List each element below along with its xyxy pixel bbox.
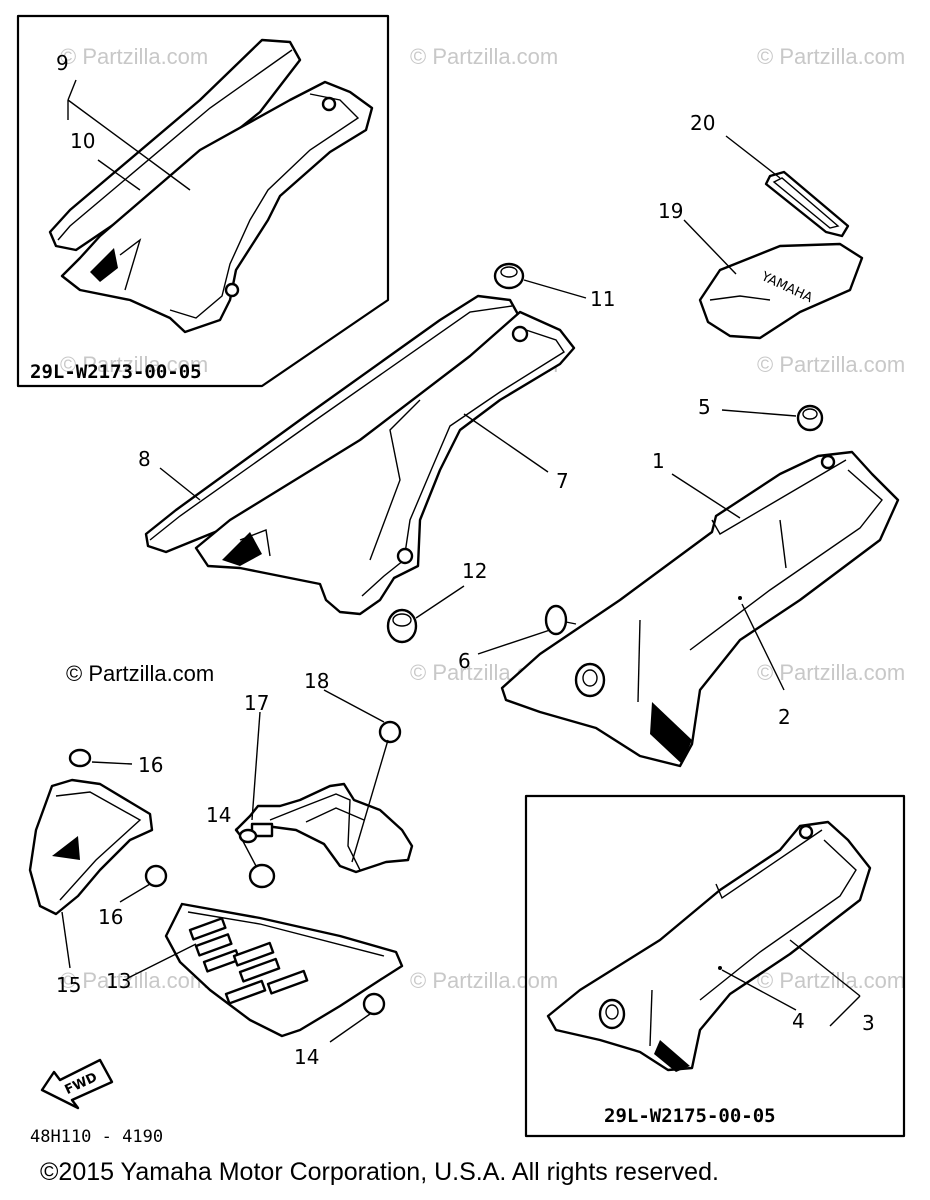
callout-13: 13 xyxy=(106,969,131,993)
watermark: © Partzilla.com xyxy=(757,968,905,993)
callout-19: 19 xyxy=(658,199,683,223)
emblem-group: 20 YAMAHA 19 xyxy=(658,111,864,340)
grommet-icon xyxy=(362,992,386,1016)
callout-20: 20 xyxy=(690,111,715,135)
band-icon xyxy=(764,170,850,238)
left-cover-group: 7 8 xyxy=(138,294,576,616)
callout-2: 2 xyxy=(778,705,791,729)
watermark: © Partzilla.com xyxy=(60,352,208,377)
watermark: © Partzilla.com xyxy=(757,660,905,685)
emblem-icon xyxy=(698,242,864,340)
side-cover-icon xyxy=(546,820,872,1072)
vent-slots xyxy=(188,917,309,1005)
callout-14b: 14 xyxy=(294,1045,319,1069)
small-cover-group: 16 16 15 xyxy=(28,748,168,997)
grommet-icon xyxy=(378,720,402,744)
grommet-6: 6 xyxy=(458,604,577,673)
watermark: © Partzilla.com xyxy=(757,44,905,69)
watermark-dark: © Partzilla.com xyxy=(66,661,215,686)
fwd-arrow-icon: FWD xyxy=(40,1058,114,1110)
side-cover-icon xyxy=(48,38,302,252)
grommet-icon xyxy=(248,863,276,889)
watermark: © Partzilla.com xyxy=(757,352,905,377)
callout-7: 7 xyxy=(556,469,569,493)
side-cover-icon xyxy=(60,80,374,334)
callout-11: 11 xyxy=(590,287,615,311)
callout-9: 9 xyxy=(56,51,69,75)
bracket-group: 17 18 xyxy=(234,669,414,874)
figure-code: 48H110 - 4190 xyxy=(30,1127,163,1147)
inset-box-bottom-right: 4 3 29L-W2175-00-05 xyxy=(524,794,906,1138)
callout-10: 10 xyxy=(70,129,95,153)
copyright-notice: ©2015 Yamaha Motor Corporation, U.S.A. A… xyxy=(40,1158,719,1186)
watermark: © Partzilla.com xyxy=(60,968,208,993)
grommet-11: 11 xyxy=(493,262,615,311)
callout-15: 15 xyxy=(56,973,81,997)
grommet-14b: 14 xyxy=(294,992,386,1069)
watermark: © Partzilla.com xyxy=(410,44,558,69)
grommet-14a: 14 xyxy=(206,803,276,889)
grommet-icon xyxy=(68,748,92,768)
box-code-bottom-right: 29L-W2175-00-05 xyxy=(604,1105,776,1127)
callout-1: 1 xyxy=(652,449,665,473)
callout-17: 17 xyxy=(244,691,269,715)
callout-5: 5 xyxy=(698,395,711,419)
callout-12: 12 xyxy=(462,559,487,583)
callout-16b: 16 xyxy=(98,905,123,929)
grommet-12: 12 xyxy=(386,559,487,644)
callout-16a: 16 xyxy=(138,753,163,777)
callout-3: 3 xyxy=(862,1011,875,1035)
grommet-5: 5 xyxy=(698,395,824,432)
right-cover-group: 1 2 xyxy=(500,449,900,768)
callout-4: 4 xyxy=(792,1009,805,1033)
grommet-icon xyxy=(144,864,168,888)
box-code-top-left: 29L-W2173-00-05 xyxy=(30,361,202,383)
callout-6: 6 xyxy=(458,649,471,673)
vented-cover-group: 13 xyxy=(106,902,404,1038)
grommet-icon xyxy=(544,604,568,636)
side-cover-icon xyxy=(28,778,154,916)
inset-box-top-left: 9 10 29L-W2173-00-05 xyxy=(16,14,390,388)
watermark: © Partzilla.com xyxy=(410,968,558,993)
side-cover-icon xyxy=(194,310,576,616)
callout-18: 18 xyxy=(304,669,329,693)
callout-8: 8 xyxy=(138,447,151,471)
watermark: © Partzilla.com xyxy=(60,44,208,69)
callout-14a: 14 xyxy=(206,803,231,827)
